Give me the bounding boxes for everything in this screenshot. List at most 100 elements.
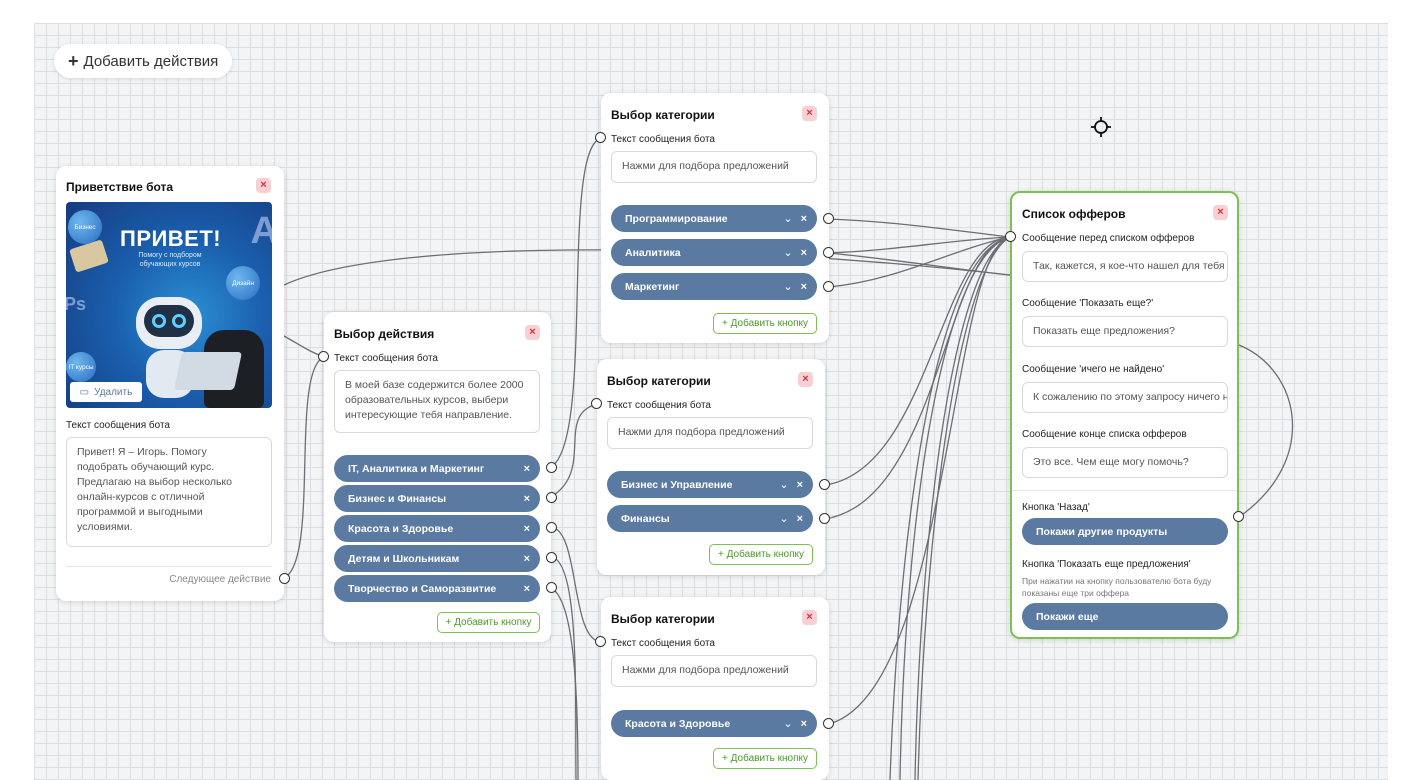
close-icon[interactable]: × [523, 462, 530, 475]
category-2-message-field[interactable]: Нажми для подбора предложений [607, 417, 813, 449]
offers-end-text: Это все. Чем еще могу помочь? [1033, 456, 1189, 468]
category-3-title: Выбор категории [611, 612, 715, 626]
close-icon[interactable]: × [800, 246, 807, 259]
offers-more-button[interactable]: Покажи еще [1022, 603, 1228, 630]
category-1-port-1[interactable] [823, 213, 834, 224]
close-icon[interactable]: × [523, 582, 530, 595]
category-3-port-1[interactable] [823, 718, 834, 729]
category-1-port-2[interactable] [823, 247, 834, 258]
offers-more-note: При нажатии на кнопку пользователю бота … [1022, 576, 1212, 598]
choice-message-field[interactable]: В моей базе содержится более 2000 образо… [334, 370, 540, 433]
close-icon[interactable]: × [800, 212, 807, 225]
category-3-message-text: Нажми для подбора предложений [622, 664, 789, 676]
close-icon[interactable]: × [800, 717, 807, 730]
image-delete-label: Удалить [94, 386, 133, 398]
category-3-add-button[interactable]: + Добавить кнопку [713, 748, 817, 769]
category-1-button-3[interactable]: Маркетинг⌄× [611, 273, 817, 300]
choice-message-text: В моей базе содержится более 2000 образо… [345, 379, 524, 421]
crosshair-icon[interactable] [1091, 117, 1111, 137]
hero-bubble-business: Бизнес [68, 210, 102, 244]
close-icon[interactable]: × [796, 512, 803, 525]
close-icon[interactable]: × [796, 478, 803, 491]
offers-end-label: Сообщение конце списка офферов [1022, 429, 1187, 440]
choice-button-5[interactable]: Творчество и Саморазвитие× [334, 575, 540, 602]
choice-input-port[interactable] [318, 351, 329, 362]
category-1-button-2[interactable]: Аналитика⌄× [611, 239, 817, 266]
close-icon[interactable]: × [800, 280, 807, 293]
offers-show-more-field[interactable]: Показать еще предложения? [1022, 316, 1228, 347]
choice-add-button[interactable]: + Добавить кнопку [437, 612, 540, 633]
category-2-close-button[interactable]: × [798, 372, 813, 387]
offers-node[interactable]: Список офферов × Сообщение перед списком… [1010, 191, 1239, 639]
offers-before-field[interactable]: Так, кажется, я кое-что нашел для тебя [1022, 251, 1228, 282]
greeting-node[interactable]: Приветствие бота × A Ps Бизнес Дизайн IT… [56, 166, 284, 601]
category-1-title: Выбор категории [611, 108, 715, 122]
close-icon: × [1217, 206, 1224, 218]
category-1-message-field[interactable]: Нажми для подбора предложений [611, 151, 817, 183]
choice-port-2[interactable] [546, 492, 557, 503]
robot-eye-left [152, 314, 166, 328]
category-node-3[interactable]: Выбор категории × Текст сообщения бота Н… [601, 597, 829, 780]
category-2-button-2[interactable]: Финансы⌄× [607, 505, 813, 532]
greeting-message-field[interactable]: Привет! Я – Игорь. Помогу подобрать обуч… [66, 437, 272, 547]
offers-not-found-field[interactable]: К сожалению по этому запросу ничего не н… [1022, 382, 1228, 413]
category-1-close-button[interactable]: × [802, 106, 817, 121]
choice-button-4[interactable]: Детям и Школьникам× [334, 545, 540, 572]
category-3-message-field[interactable]: Нажми для подбора предложений [611, 655, 817, 687]
add-actions-label: Добавить действия [83, 52, 219, 70]
choice-button-1[interactable]: IT, Аналитика и Маркетинг× [334, 455, 540, 482]
category-3-button-1[interactable]: Красота и Здоровье ⌄ × [611, 710, 817, 737]
close-icon: × [529, 326, 536, 338]
offers-divider [1012, 490, 1237, 491]
chevron-down-icon[interactable]: ⌄ [783, 247, 793, 259]
close-icon[interactable]: × [523, 492, 530, 505]
choice-port-3[interactable] [546, 522, 557, 533]
category-2-add-button[interactable]: + Добавить кнопку [709, 544, 813, 565]
category-1-port-3[interactable] [823, 281, 834, 292]
category-node-1[interactable]: Выбор категории × Текст сообщения бота Н… [601, 93, 829, 343]
category-2-port-1[interactable] [819, 479, 830, 490]
greeting-close-button[interactable]: × [256, 178, 271, 193]
chevron-down-icon[interactable]: ⌄ [783, 718, 793, 730]
image-delete-button[interactable]: ▭ Удалить [70, 382, 142, 402]
category-node-2[interactable]: Выбор категории × Текст сообщения бота Н… [597, 359, 825, 575]
category-2-port-2[interactable] [819, 513, 830, 524]
close-icon[interactable]: × [523, 552, 530, 565]
chevron-down-icon[interactable]: ⌄ [783, 281, 793, 293]
offers-more-button-label: Покажи еще [1036, 610, 1099, 623]
chevron-down-icon[interactable]: ⌄ [783, 213, 793, 225]
choice-button-3-label: Красота и Здоровье [348, 522, 454, 535]
offers-close-button[interactable]: × [1213, 205, 1228, 220]
category-2-title: Выбор категории [607, 374, 711, 388]
offers-input-port[interactable] [1005, 231, 1016, 242]
category-1-add-button[interactable]: + Добавить кнопку [713, 313, 817, 334]
offers-back-button[interactable]: Покажи другие продукты [1022, 518, 1228, 545]
category-1-button-1[interactable]: Программирование ⌄ × [611, 205, 817, 232]
greeting-next-port[interactable] [279, 573, 290, 584]
choice-port-5[interactable] [546, 582, 557, 593]
category-2-input-port[interactable] [591, 398, 602, 409]
choice-port-4[interactable] [546, 552, 557, 563]
category-2-button-1[interactable]: Бизнес и Управление⌄× [607, 471, 813, 498]
choice-button-3[interactable]: Красота и Здоровье × [334, 515, 540, 542]
offers-back-button-label: Покажи другие продукты [1036, 525, 1168, 538]
hero-bubble-it: IT курсы [66, 352, 96, 382]
category-1-button-1-label: Программирование [625, 212, 728, 225]
chevron-down-icon[interactable]: ⌄ [779, 513, 789, 525]
choice-close-button[interactable]: × [525, 325, 540, 340]
offers-end-field[interactable]: Это все. Чем еще могу помочь? [1022, 447, 1228, 478]
add-actions-button[interactable]: + Добавить действия [54, 44, 232, 78]
choice-button-2[interactable]: Бизнес и Финансы× [334, 485, 540, 512]
choice-message-label: Текст сообщения бота [334, 353, 438, 364]
choice-node[interactable]: Выбор действия × Текст сообщения бота В … [324, 312, 551, 642]
category-1-input-port[interactable] [595, 132, 606, 143]
chevron-down-icon[interactable]: ⌄ [779, 479, 789, 491]
greeting-image: A Ps Бизнес Дизайн IT курсы ПРИВЕТ! Помо… [66, 202, 272, 408]
category-3-button-1-label: Красота и Здоровье [625, 717, 731, 730]
category-3-input-port[interactable] [595, 636, 606, 647]
close-icon[interactable]: × [523, 522, 530, 535]
offers-back-port[interactable] [1233, 511, 1244, 522]
category-3-close-button[interactable]: × [802, 610, 817, 625]
choice-port-1[interactable] [546, 462, 557, 473]
offers-title: Список офферов [1022, 207, 1126, 221]
